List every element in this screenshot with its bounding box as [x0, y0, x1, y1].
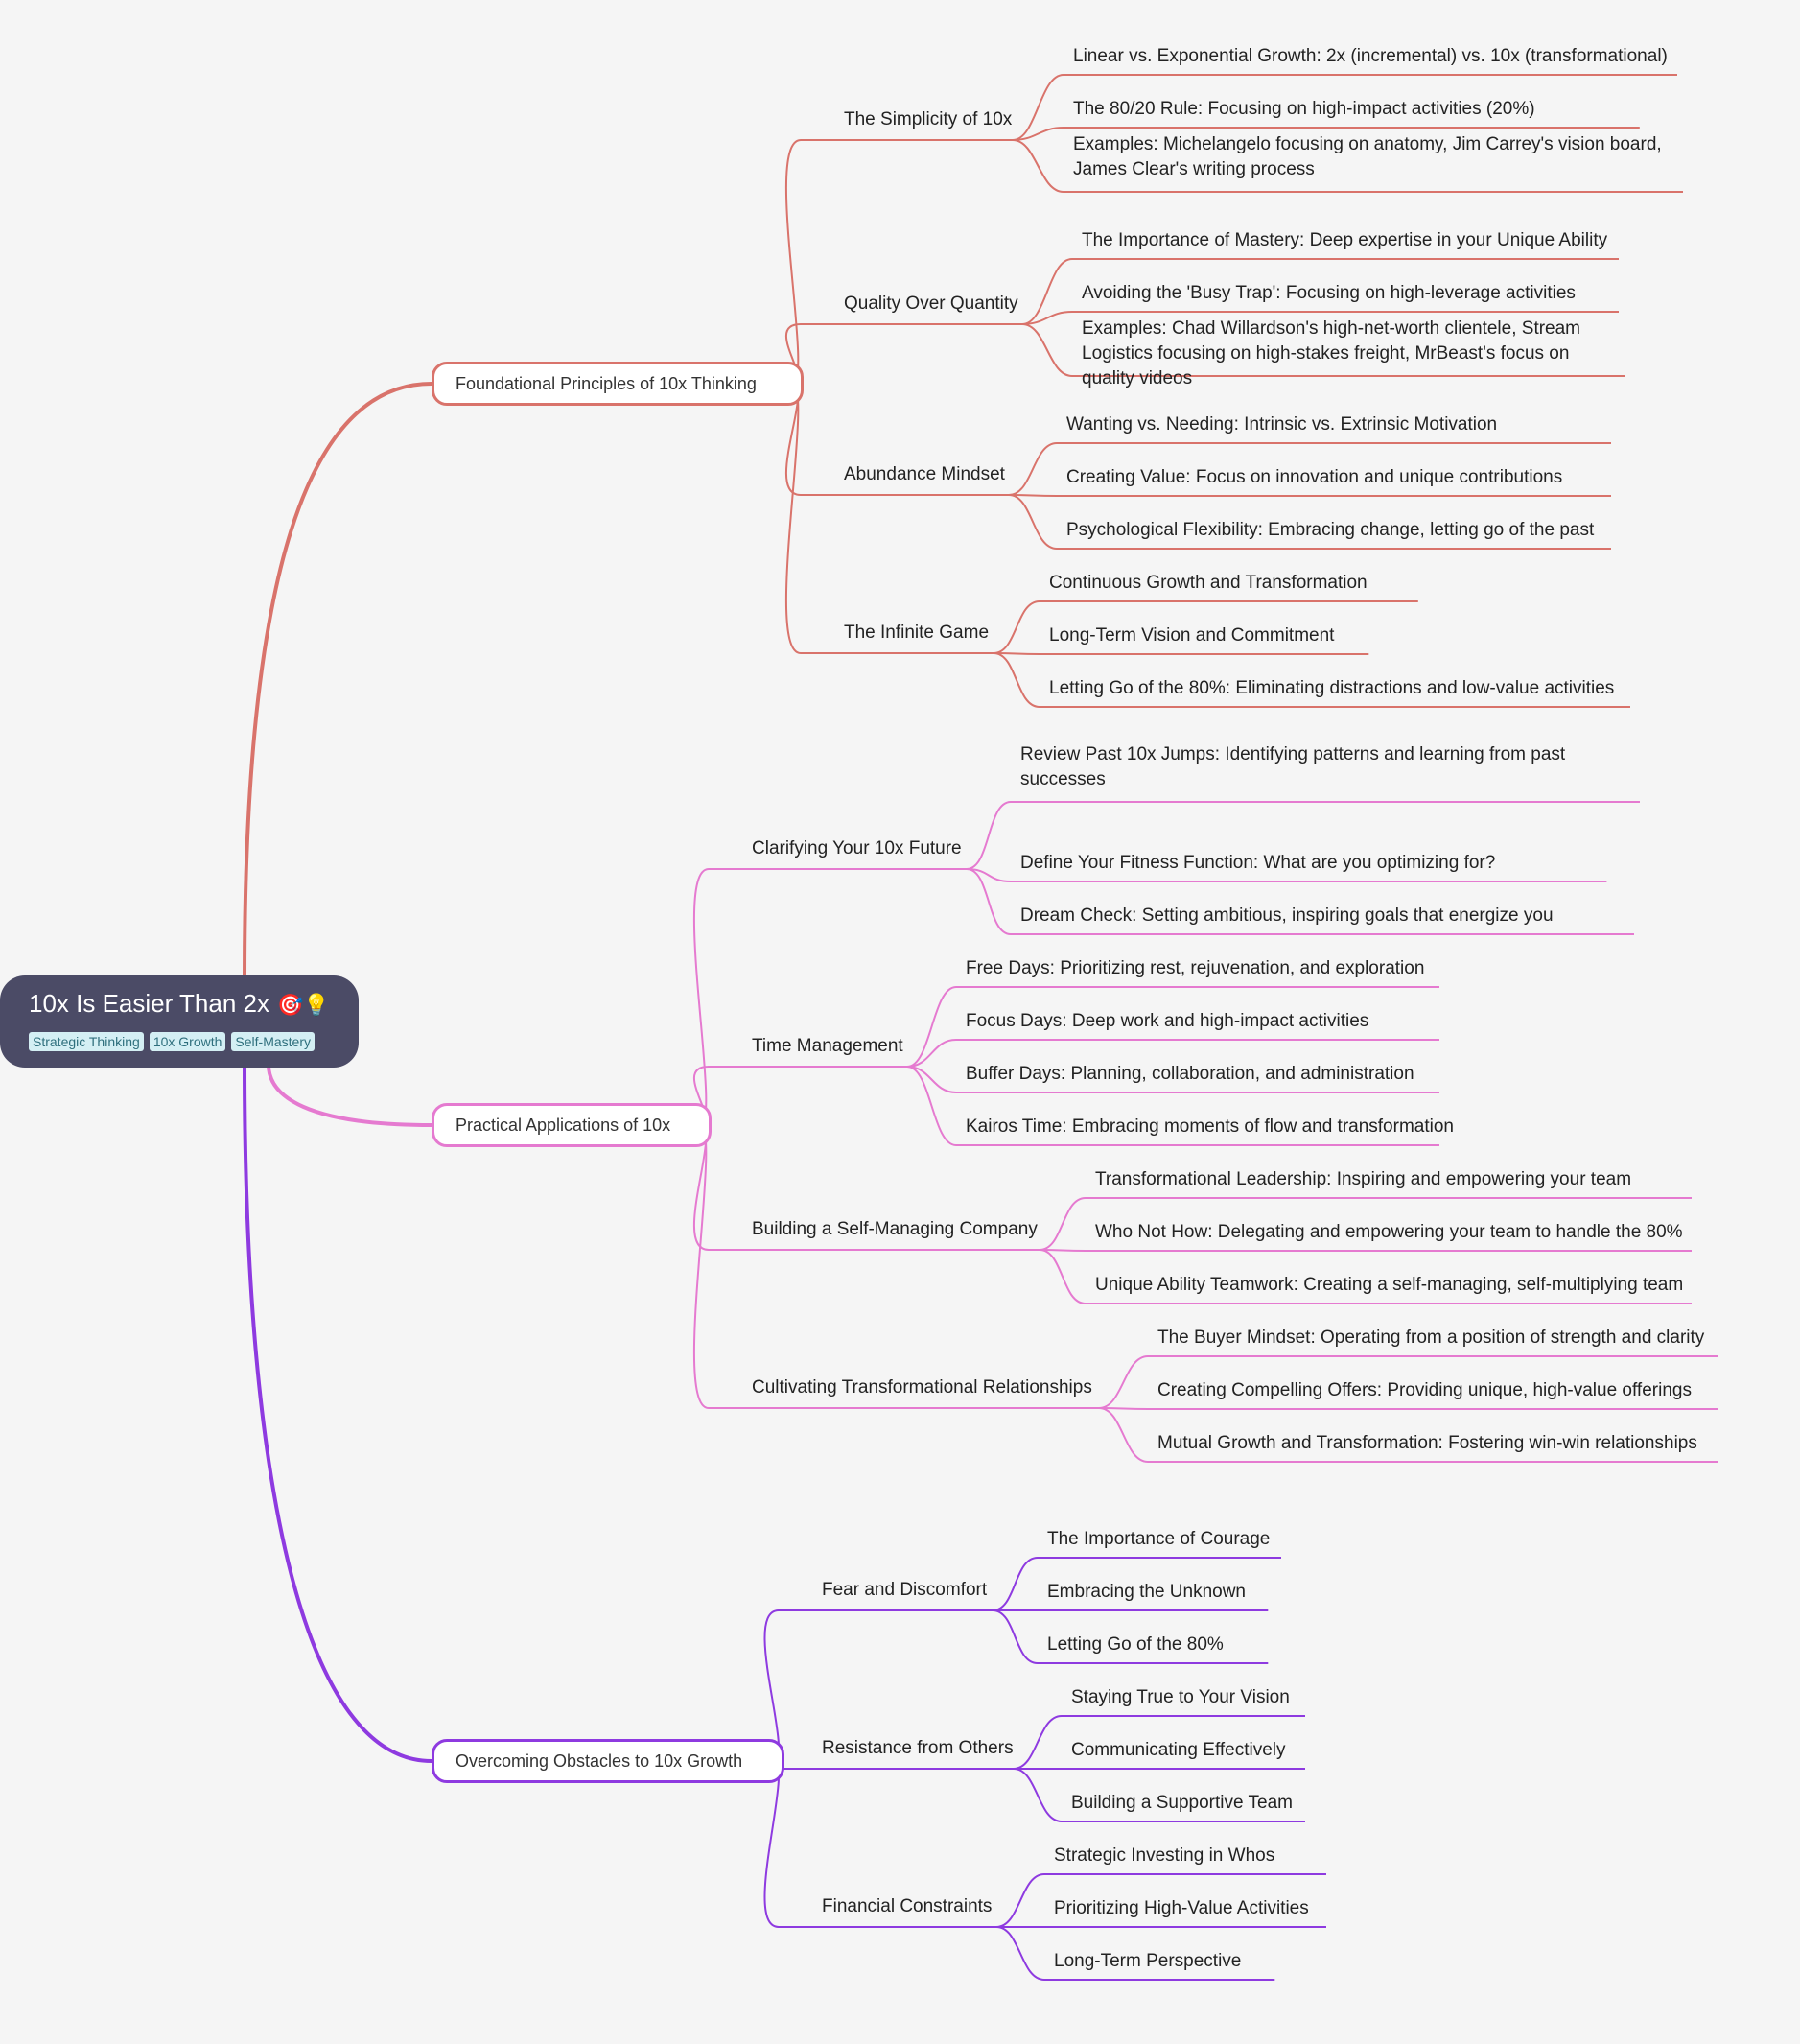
- root-connector-2: [267, 1064, 432, 1127]
- root-title: 10x Is Easier Than 2x: [29, 989, 269, 1018]
- leaf-topic-1-4-1[interactable]: Continuous Growth and Transformation: [1049, 573, 1368, 593]
- leaf-topic-3-2-2[interactable]: Communicating Effectively: [1071, 1740, 1286, 1760]
- branch-2-sub-connector-4: [692, 1124, 1099, 1409]
- leaf-connector-3-1-3: [992, 1609, 1269, 1664]
- leaf-topic-2-1-2[interactable]: Define Your Fitness Function: What are y…: [1020, 853, 1496, 873]
- sub-topic-3-1[interactable]: Fear and Discomfort: [822, 1580, 988, 1600]
- leaf-topic-1-1-1[interactable]: Linear vs. Exponential Growth: 2x (incre…: [1073, 46, 1668, 66]
- leaf-connector-3-1-1: [992, 1557, 1281, 1611]
- root-title-row: 10x Is Easier Than 2x 🎯💡: [29, 989, 359, 1019]
- leaf-topic-3-1-2[interactable]: Embracing the Unknown: [1047, 1582, 1246, 1602]
- leaf-topic-3-2-3[interactable]: Building a Supportive Team: [1071, 1793, 1293, 1813]
- leaf-connector-1-1-2: [1012, 127, 1640, 141]
- sub-topic-1-3[interactable]: Abundance Mindset: [844, 464, 1005, 484]
- leaf-connector-3-3-1: [995, 1873, 1326, 1928]
- sub-topic-1-1[interactable]: The Simplicity of 10x: [844, 109, 1013, 129]
- leaf-connector-2-3-3: [1039, 1249, 1692, 1304]
- branch-1-sub-connector-4: [784, 383, 994, 654]
- sub-topic-1-4[interactable]: The Infinite Game: [844, 623, 990, 643]
- branch-1-sub-connector-1: [784, 139, 1013, 385]
- leaf-topic-1-4-2[interactable]: Long-Term Vision and Commitment: [1049, 625, 1335, 646]
- leaf-connector-2-4-3: [1098, 1407, 1718, 1463]
- leaf-connector-2-2-2: [906, 1039, 1439, 1068]
- leaf-connector-1-2-1: [1021, 258, 1619, 325]
- leaf-topic-2-1-3[interactable]: Dream Check: Setting ambitious, inspirin…: [1020, 905, 1554, 926]
- branch-2-sub-connector-2: [692, 1066, 907, 1126]
- leaf-topic-3-1-3[interactable]: Letting Go of the 80%: [1047, 1634, 1224, 1655]
- leaf-topic-2-1-1[interactable]: Review Past 10x Jumps: Identifying patte…: [1020, 744, 1566, 789]
- leaf-connector-1-2-3: [1021, 323, 1625, 377]
- leaf-connector-2-3-1: [1039, 1197, 1692, 1251]
- leaf-connector-1-4-1: [993, 600, 1418, 654]
- leaf-connector-3-2-1: [1013, 1715, 1305, 1770]
- tag-strategic-thinking: Strategic Thinking: [29, 1032, 144, 1051]
- branch-node-3[interactable]: Overcoming Obstacles to 10x Growth: [432, 1739, 784, 1783]
- root-tags: Strategic Thinking 10x Growth Self-Mastery: [29, 1032, 359, 1051]
- sub-topic-1-2[interactable]: Quality Over Quantity: [844, 294, 1018, 314]
- leaf-connector-2-2-3: [906, 1066, 1439, 1093]
- root-node[interactable]: 10x Is Easier Than 2x 🎯💡 Strategic Thinki…: [0, 975, 359, 1068]
- leaf-connector-1-1-1: [1012, 74, 1677, 141]
- sub-topic-2-1[interactable]: Clarifying Your 10x Future: [752, 838, 962, 858]
- leaf-connector-2-1-3: [966, 868, 1634, 935]
- leaf-topic-2-4-1[interactable]: The Buyer Mindset: Operating from a posi…: [1157, 1327, 1705, 1348]
- leaf-connector-1-4-2: [993, 652, 1369, 655]
- leaf-connector-2-4-1: [1098, 1355, 1718, 1409]
- leaf-topic-2-2-1[interactable]: Free Days: Prioritizing rest, rejuvenati…: [966, 958, 1425, 978]
- sub-topic-3-3[interactable]: Financial Constraints: [822, 1896, 993, 1916]
- branch-node-1[interactable]: Foundational Principles of 10x Thinking: [432, 362, 804, 406]
- leaf-topic-2-3-1[interactable]: Transformational Leadership: Inspiring a…: [1095, 1169, 1632, 1189]
- leaf-connector-1-3-3: [1008, 494, 1611, 550]
- leaf-topic-2-2-4[interactable]: Kairos Time: Embracing moments of flow a…: [966, 1116, 1454, 1137]
- tag-10x-growth: 10x Growth: [149, 1032, 226, 1051]
- leaf-connector-1-3-1: [1008, 442, 1611, 496]
- sub-topic-2-3[interactable]: Building a Self-Managing Company: [752, 1219, 1038, 1239]
- root-connector-1: [243, 382, 432, 979]
- leaf-topic-2-2-2[interactable]: Focus Days: Deep work and high-impact ac…: [966, 1011, 1369, 1031]
- leaf-topic-3-3-1[interactable]: Strategic Investing in Whos: [1054, 1845, 1275, 1866]
- branch-3-sub-connector-2: [763, 1760, 1014, 1770]
- sub-topic-2-2[interactable]: Time Management: [752, 1036, 903, 1056]
- leaf-connector-2-1-1: [966, 801, 1640, 870]
- leaf-topic-3-2-1[interactable]: Staying True to Your Vision: [1071, 1687, 1290, 1707]
- sub-topic-3-2[interactable]: Resistance from Others: [822, 1738, 1014, 1758]
- leaf-topic-1-4-3[interactable]: Letting Go of the 80%: Eliminating distr…: [1049, 678, 1615, 698]
- leaf-topic-1-3-1[interactable]: Wanting vs. Needing: Intrinsic vs. Extri…: [1066, 414, 1498, 435]
- leaf-topic-3-1-1[interactable]: The Importance of Courage: [1047, 1529, 1271, 1549]
- leaf-connector-2-2-4: [906, 1066, 1439, 1146]
- leaf-connector-3-2-3: [1013, 1768, 1305, 1822]
- tag-self-mastery: Self-Mastery: [231, 1032, 315, 1051]
- leaf-connector-2-4-2: [1098, 1407, 1718, 1410]
- leaf-topic-1-2-2[interactable]: Avoiding the 'Busy Trap': Focusing on hi…: [1082, 283, 1576, 303]
- target-bulb-emoji-icon: 🎯💡: [277, 993, 330, 1017]
- leaf-topic-2-4-3[interactable]: Mutual Growth and Transformation: Foster…: [1157, 1433, 1697, 1453]
- sub-topic-2-4[interactable]: Cultivating Transformational Relationshi…: [752, 1377, 1092, 1398]
- leaf-topic-1-1-2[interactable]: The 80/20 Rule: Focusing on high-impact …: [1073, 99, 1535, 119]
- leaf-connector-1-4-3: [993, 652, 1630, 708]
- leaf-topic-2-3-3[interactable]: Unique Ability Teamwork: Creating a self…: [1095, 1275, 1684, 1295]
- root-connector-3: [243, 1064, 432, 1763]
- leaf-connector-1-2-2: [1021, 311, 1619, 325]
- branch-node-2[interactable]: Practical Applications of 10x: [432, 1103, 712, 1147]
- leaf-connector-1-3-2: [1008, 494, 1611, 497]
- leaf-topic-2-4-2[interactable]: Creating Compelling Offers: Providing un…: [1157, 1380, 1692, 1400]
- leaf-topic-1-3-2[interactable]: Creating Value: Focus on innovation and …: [1066, 467, 1563, 487]
- leaf-topic-2-2-3[interactable]: Buffer Days: Planning, collaboration, an…: [966, 1064, 1414, 1084]
- leaf-connector-1-1-3: [1012, 139, 1683, 193]
- leaf-topic-1-3-3[interactable]: Psychological Flexibility: Embracing cha…: [1066, 520, 1595, 540]
- leaf-connector-3-3-3: [995, 1926, 1275, 1981]
- leaf-topic-1-2-3[interactable]: Examples: Chad Willardson's high-net-wor…: [1082, 318, 1581, 388]
- leaf-connector-2-2-1: [906, 986, 1439, 1068]
- leaf-topic-1-1-3[interactable]: Examples: Michelangelo focusing on anato…: [1073, 134, 1662, 179]
- leaf-connector-2-1-2: [966, 868, 1607, 882]
- branch-1-sub-connector-2: [784, 323, 1022, 385]
- leaf-topic-3-3-3[interactable]: Long-Term Perspective: [1054, 1951, 1242, 1971]
- leaf-connector-2-3-2: [1039, 1249, 1692, 1252]
- leaf-topic-3-3-2[interactable]: Prioritizing High-Value Activities: [1054, 1898, 1309, 1918]
- leaf-topic-2-3-2[interactable]: Who Not How: Delegating and empowering y…: [1095, 1222, 1683, 1242]
- leaf-topic-1-2-1[interactable]: The Importance of Mastery: Deep expertis…: [1082, 230, 1608, 250]
